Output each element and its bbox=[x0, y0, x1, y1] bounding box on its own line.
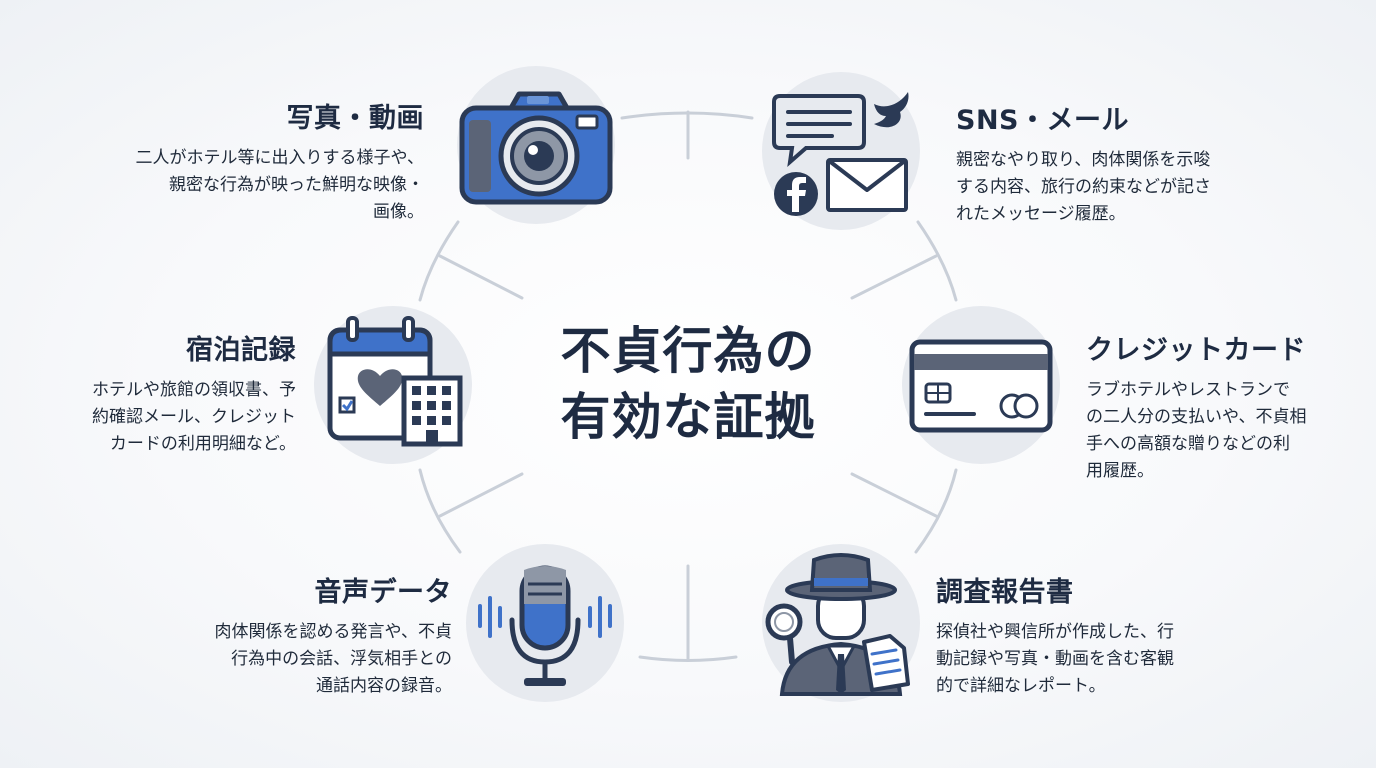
credit-card-icon-circle bbox=[902, 306, 1060, 464]
credit-card-desc-line-2: の二人分の支払いや、不貞相 bbox=[1086, 407, 1307, 427]
investigation-report-icon-circle bbox=[762, 544, 920, 702]
stay-records-desc-line-1: ホテルや旅館の領収書、予 bbox=[92, 380, 296, 400]
credit-card-desc-line-1: ラブホテルやレストランで bbox=[1086, 380, 1290, 400]
sns-mail-desc-line-1: 親密なやり取り、肉体関係を示唆 bbox=[956, 150, 1211, 170]
credit-card-block: クレジットカード ラブホテルやレストランで の二人分の支払いや、不貞相 手への高… bbox=[1086, 328, 1368, 485]
stay-records-desc-line-3: カードの利用明細など。 bbox=[109, 434, 296, 454]
voice-data-title: 音声データ bbox=[314, 577, 452, 608]
investigation-report-title: 調査報告書 bbox=[936, 577, 1074, 608]
voice-data-block: 音声データ 肉体関係を認める発言や、不貞 行為中の会話、浮気相手との 通話内容の… bbox=[140, 570, 453, 700]
voice-data-desc-line-2: 行為中の会話、浮気相手との bbox=[231, 649, 452, 669]
voice-data-desc: 肉体関係を認める発言や、不貞 行為中の会話、浮気相手との 通話内容の録音。 bbox=[140, 619, 453, 700]
photo-video-block: 写真・動画 二人がホテル等に出入りする様子や、 親密な行為が映った鮮明な映像・ … bbox=[62, 96, 425, 226]
photo-video-title: 写真・動画 bbox=[286, 103, 424, 134]
calendar-hotel-icon bbox=[327, 316, 463, 447]
credit-card-desc-line-4: 用履歴。 bbox=[1086, 461, 1154, 481]
stay-records-title: 宿泊記録 bbox=[186, 335, 296, 366]
voice-data-icon-circle bbox=[466, 544, 624, 702]
investigation-report-desc: 探偵社や興信所が作成した、行 動記録や写真・動画を含む客観 的で詳細なレポート。 bbox=[936, 619, 1236, 700]
microphone-icon bbox=[478, 565, 612, 686]
stay-records-icon-circle bbox=[314, 306, 472, 464]
investigation-report-desc-line-2: 動記録や写真・動画を含む客観 bbox=[936, 649, 1174, 669]
investigation-report-desc-line-3: 的で詳細なレポート。 bbox=[936, 676, 1106, 696]
voice-data-desc-line-1: 肉体関係を認める発言や、不貞 bbox=[214, 622, 453, 642]
sns-mail-block: SNS・メール 親密なやり取り、肉体関係を示唆 する内容、旅行の約束などが記さ … bbox=[956, 98, 1276, 228]
photo-video-icon-circle bbox=[457, 66, 615, 224]
stay-records-block: 宿泊記録 ホテルや旅館の領収書、予 約確認メール、クレジット カードの利用明細な… bbox=[20, 328, 296, 458]
credit-card-title: クレジットカード bbox=[1086, 335, 1306, 366]
center-title-line2: 有効な証拠 bbox=[560, 388, 816, 446]
photo-video-desc-line-1: 二人がホテル等に出入りする様子や、 bbox=[135, 148, 425, 168]
stay-records-desc-line-2: 約確認メール、クレジット bbox=[92, 407, 296, 427]
investigation-report-desc-line-1: 探偵社や興信所が作成した、行 bbox=[936, 622, 1174, 642]
sns-mail-desc-line-3: れたメッセージ履歴。 bbox=[956, 204, 1126, 224]
detective-icon bbox=[765, 553, 910, 696]
sns-mail-title: SNS・メール bbox=[956, 105, 1129, 136]
stay-records-desc: ホテルや旅館の領収書、予 約確認メール、クレジット カードの利用明細など。 bbox=[20, 377, 296, 458]
photo-video-desc-line-3: 画像。 bbox=[373, 202, 424, 222]
messages-icon bbox=[772, 92, 909, 216]
photo-video-desc: 二人がホテル等に出入りする様子や、 親密な行為が映った鮮明な映像・ 画像。 bbox=[62, 145, 425, 226]
credit-card-desc: ラブホテルやレストランで の二人分の支払いや、不貞相 手への高額な贈りなどの利 … bbox=[1086, 377, 1368, 485]
voice-data-desc-line-3: 通話内容の録音。 bbox=[316, 676, 452, 696]
sns-mail-desc: 親密なやり取り、肉体関係を示唆 する内容、旅行の約束などが記さ れたメッセージ履… bbox=[956, 147, 1276, 228]
investigation-report-block: 調査報告書 探偵社や興信所が作成した、行 動記録や写真・動画を含む客観 的で詳細… bbox=[936, 570, 1236, 700]
sns-mail-icon-circle bbox=[762, 72, 920, 230]
center-title-line1: 不貞行為の bbox=[560, 322, 816, 380]
sns-mail-desc-line-2: する内容、旅行の約束などが記さ bbox=[956, 177, 1211, 197]
center-title: 不貞行為の 有効な証拠 bbox=[520, 318, 856, 450]
camera-icon bbox=[459, 91, 613, 205]
credit-card-icon bbox=[909, 339, 1053, 433]
photo-video-desc-line-2: 親密な行為が映った鮮明な映像・ bbox=[169, 175, 424, 195]
credit-card-desc-line-3: 手への高額な贈りなどの利 bbox=[1086, 434, 1290, 454]
